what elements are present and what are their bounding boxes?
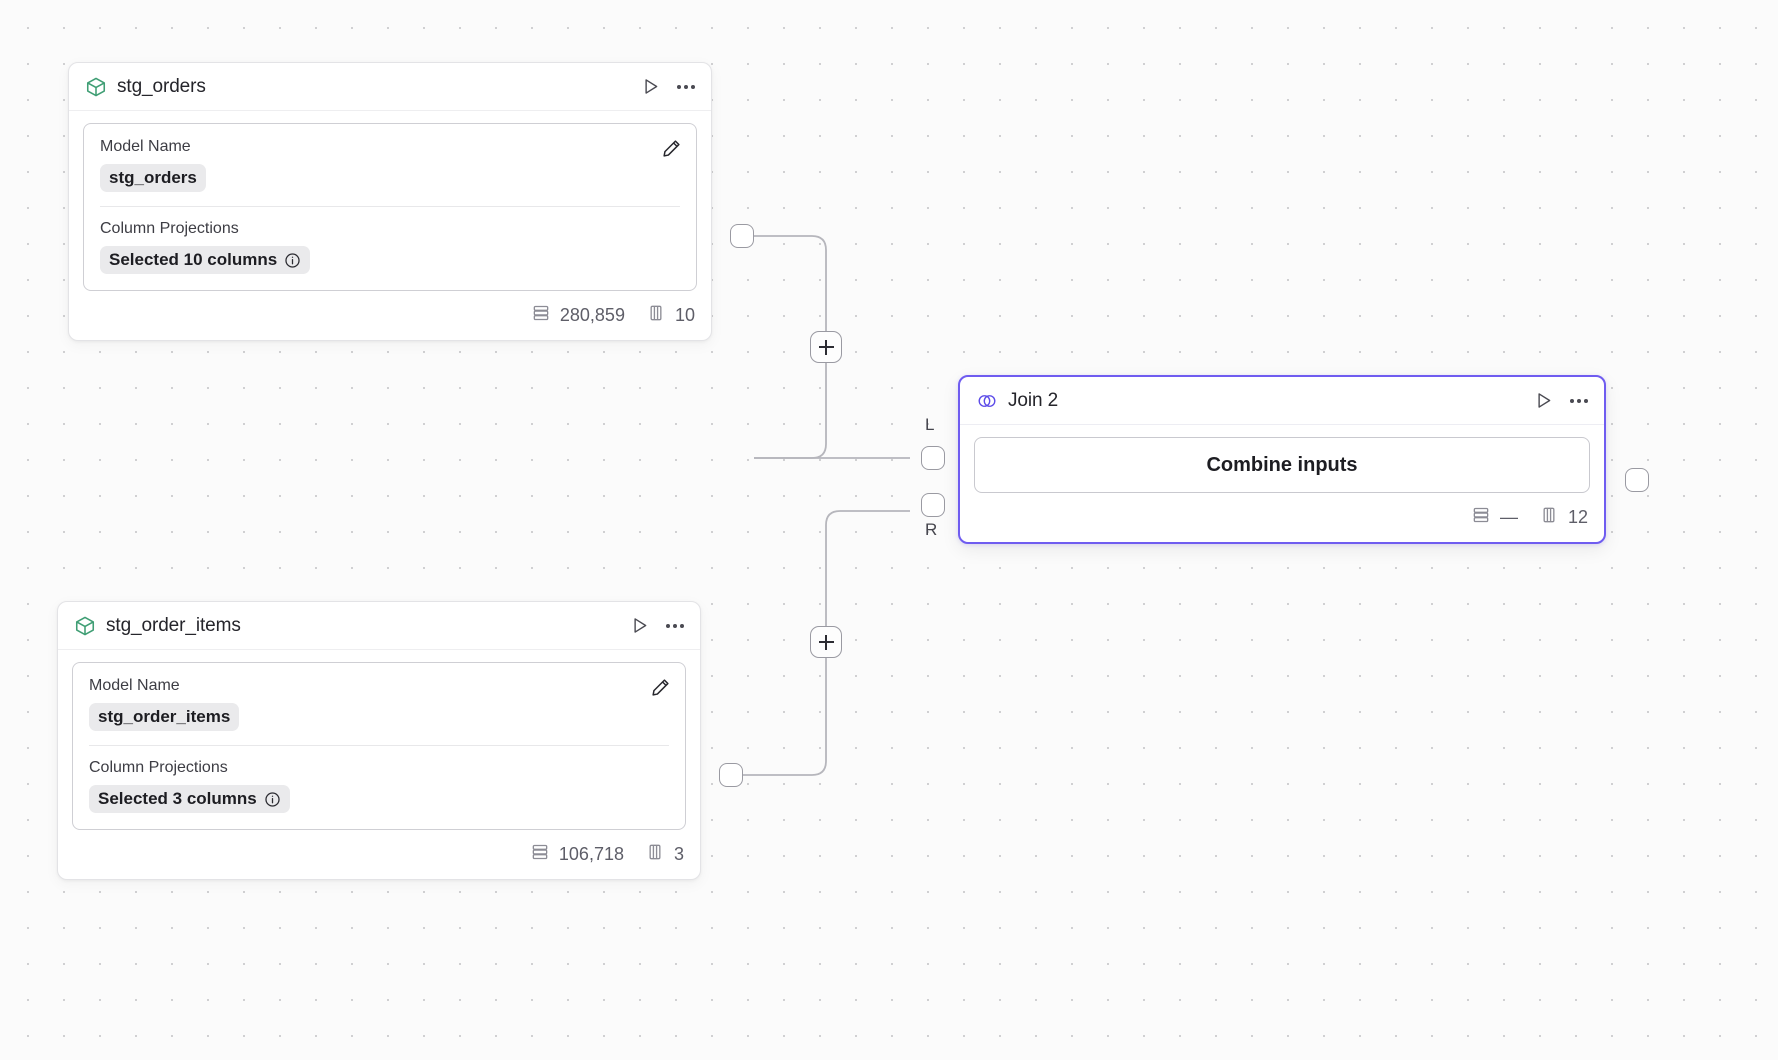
output-port-stg-order-items[interactable] — [719, 763, 743, 787]
play-icon[interactable] — [639, 76, 661, 98]
node-title: stg_order_items — [106, 614, 241, 636]
node-header-actions — [628, 615, 686, 637]
columns-stat: 10 — [646, 303, 695, 328]
column-projections-chip[interactable]: Selected 10 columns — [100, 246, 311, 274]
model-name-label: Model Name — [100, 138, 191, 155]
column-projections-value: Selected 3 columns — [98, 789, 257, 808]
column-projections-label: Column Projections — [100, 220, 239, 237]
venn-join-icon — [976, 390, 998, 412]
input-port-join-right[interactable] — [921, 493, 945, 517]
columns-stat: 12 — [1539, 505, 1588, 530]
rows-stat: — — [1471, 505, 1518, 530]
play-icon[interactable] — [628, 615, 650, 637]
node-header: stg_order_items — [58, 602, 700, 650]
rows-value: — — [1499, 507, 1518, 527]
rows-value: 106,718 — [558, 844, 624, 864]
model-name-value: stg_orders — [109, 168, 197, 187]
more-options-icon[interactable] — [675, 76, 697, 98]
columns-stat: 3 — [645, 842, 684, 867]
node-body: Model Name stg_order_items Column Projec… — [58, 650, 700, 830]
columns-icon — [645, 842, 665, 867]
divider — [100, 206, 680, 207]
more-options-icon[interactable] — [1568, 390, 1590, 412]
add-node-on-edge-button-top[interactable] — [810, 331, 842, 363]
rows-stat: 106,718 — [530, 842, 624, 867]
columns-icon — [646, 303, 666, 328]
node-footer: 280,859 10 — [69, 291, 711, 340]
node-body: Combine inputs — [960, 425, 1604, 493]
input-port-left-label: L — [925, 415, 935, 434]
model-name-label: Model Name — [89, 677, 180, 694]
input-port-right-label: R — [925, 520, 938, 539]
node-header-actions — [639, 76, 697, 98]
node-footer: — 12 — [960, 493, 1604, 542]
rows-icon — [530, 842, 550, 867]
model-name-chip[interactable]: stg_orders — [100, 164, 206, 192]
divider — [89, 745, 669, 746]
play-icon[interactable] — [1532, 390, 1554, 412]
node-header: Join 2 — [960, 377, 1604, 425]
node-title: Join 2 — [1008, 389, 1059, 411]
node-title: stg_orders — [117, 75, 206, 97]
node-join-2[interactable]: Join 2 Combine inputs — [958, 375, 1606, 544]
cube-icon — [74, 615, 96, 637]
column-projections-chip[interactable]: Selected 3 columns — [89, 785, 290, 813]
cube-icon — [85, 76, 107, 98]
rows-stat: 280,859 — [531, 303, 625, 328]
columns-value: 3 — [673, 844, 684, 864]
columns-icon — [1539, 505, 1559, 530]
input-port-join-left[interactable] — [921, 446, 945, 470]
columns-value: 10 — [674, 305, 695, 325]
more-options-icon[interactable] — [664, 615, 686, 637]
column-projections-label: Column Projections — [89, 759, 228, 776]
node-body: Model Name stg_orders Column Projections… — [69, 111, 711, 291]
node-header-actions — [1532, 390, 1590, 412]
model-properties-box: Model Name stg_order_items Column Projec… — [72, 662, 686, 830]
info-icon[interactable] — [264, 791, 281, 808]
info-icon[interactable] — [284, 252, 301, 269]
pencil-icon[interactable] — [648, 675, 672, 699]
node-stg-orders[interactable]: stg_orders Mo — [68, 62, 712, 341]
node-footer: 106,718 3 — [58, 830, 700, 879]
rows-icon — [531, 303, 551, 328]
column-projections-value: Selected 10 columns — [109, 250, 278, 269]
rows-value: 280,859 — [559, 305, 625, 325]
pencil-icon[interactable] — [659, 136, 683, 160]
model-name-value: stg_order_items — [98, 707, 231, 726]
output-port-stg-orders[interactable] — [730, 224, 754, 248]
combine-inputs-button[interactable]: Combine inputs — [974, 437, 1590, 493]
model-properties-box: Model Name stg_orders Column Projections… — [83, 123, 697, 291]
columns-value: 12 — [1567, 507, 1588, 527]
add-node-on-edge-button-bottom[interactable] — [810, 626, 842, 658]
output-port-join-2[interactable] — [1625, 468, 1649, 492]
model-name-chip[interactable]: stg_order_items — [89, 703, 240, 731]
rows-icon — [1471, 505, 1491, 530]
node-stg-order-items[interactable]: stg_order_items — [57, 601, 701, 880]
node-header: stg_orders — [69, 63, 711, 111]
